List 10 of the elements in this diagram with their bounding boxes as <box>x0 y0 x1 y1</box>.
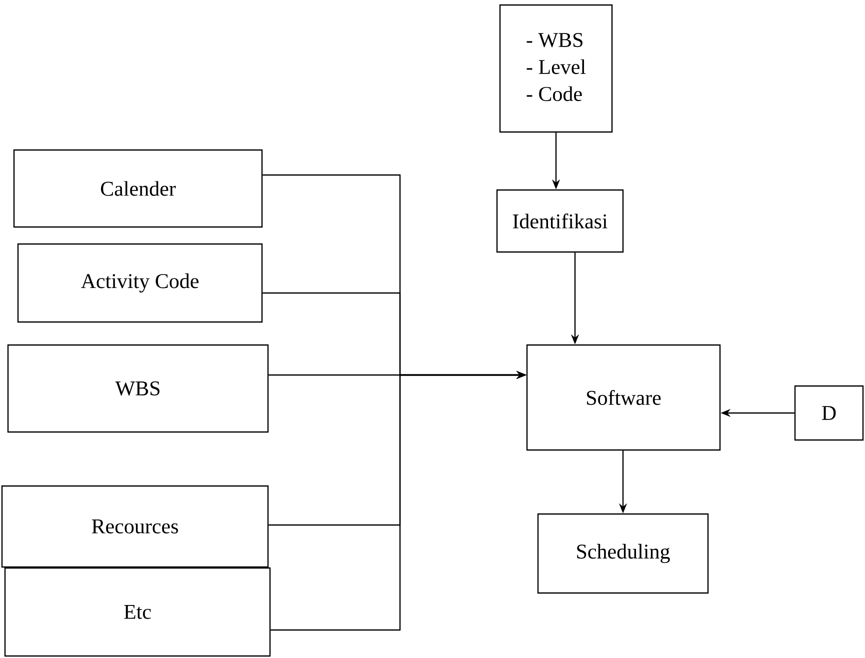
process-box: Calender <box>13 149 263 228</box>
process-box: Scheduling <box>537 513 709 594</box>
process-box: Etc <box>4 567 271 657</box>
process-box: Identifikasi <box>496 189 624 253</box>
process-box: Software <box>526 344 721 451</box>
process-box: D <box>794 385 864 441</box>
process-box: WBS <box>7 344 269 433</box>
process-box: Recources <box>1 485 269 568</box>
process-box: Activity Code <box>17 243 263 323</box>
process-box: - WBS - Level - Code <box>499 4 613 133</box>
